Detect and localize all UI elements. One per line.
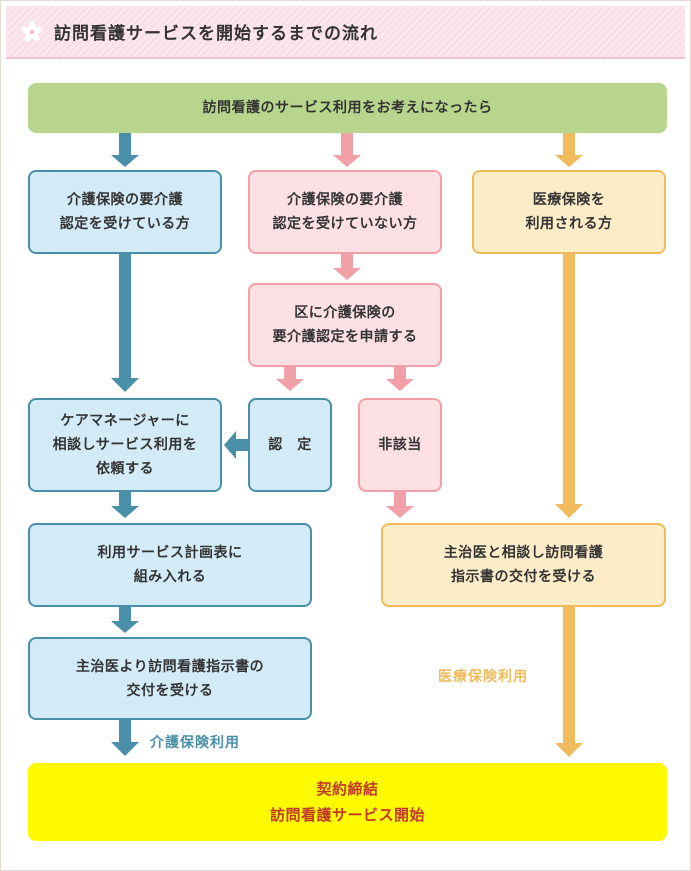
arrow-top-to-certified <box>111 133 139 167</box>
arrow-medical-to-instruction <box>555 254 583 518</box>
flower-icon <box>21 21 43 42</box>
arrow-plan-to-instruction <box>111 607 139 633</box>
arrow-notapplicable-to-medical <box>386 492 414 518</box>
pink-arrows <box>276 133 414 518</box>
orange-arrows <box>555 133 583 757</box>
care-instruction-box: 主治医より訪問看護指示書の 交付を受ける <box>28 637 312 720</box>
approved-box: 認 定 <box>248 398 332 492</box>
medical-insurance-box: 医療保険を 利用される方 <box>472 170 666 254</box>
arrow-apply-to-approved <box>276 367 304 391</box>
arrow-notcert-to-apply <box>333 254 361 280</box>
arrow-certified-to-consult <box>111 254 139 392</box>
contract-start-box: 契約締結 訪問看護サービス開始 <box>28 763 667 841</box>
consult-care-manager-box: ケアマネージャーに 相談しサービス利用を 依頼する <box>28 398 222 492</box>
arrow-top-to-medical <box>555 133 583 167</box>
certified-box: 介護保険の要介護 認定を受けている方 <box>28 170 222 254</box>
start-box: 訪問看護のサービス利用をお考えになったら <box>28 83 667 133</box>
care-insurance-label: 介護保険利用 <box>150 735 240 751</box>
arrow-top-to-notcert <box>333 133 361 167</box>
medical-instruction-box: 主治医と相談し訪問看護 指示書の交付を受ける <box>381 523 666 607</box>
not-applicable-box: 非該当 <box>358 398 442 492</box>
title-bar: 訪問看護サービスを開始するまでの流れ <box>6 6 685 59</box>
arrow-approved-to-consult <box>224 431 248 459</box>
care-plan-box: 利用サービス計画表に 組み入れる <box>28 523 312 607</box>
arrow-apply-to-notapplicable <box>386 367 414 391</box>
arrow-instruction-to-final <box>111 720 139 756</box>
medical-insurance-label: 医療保険利用 <box>438 669 528 685</box>
not-certified-box: 介護保険の要介護 認定を受けていない方 <box>248 170 442 254</box>
page-title: 訪問看護サービスを開始するまでの流れ <box>54 24 378 44</box>
arrow-consult-to-plan <box>111 492 139 518</box>
arrow-instruction-to-final-medical <box>555 607 583 757</box>
blue-arrows <box>111 133 248 756</box>
apply-certification-box: 区に介護保険の 要介護認定を申請する <box>248 283 442 367</box>
